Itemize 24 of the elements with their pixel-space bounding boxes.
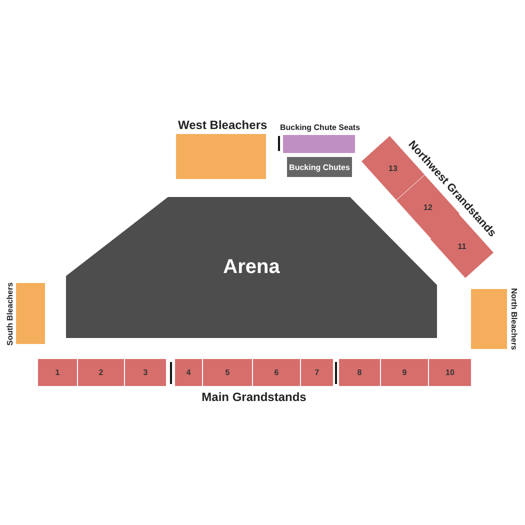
section-heading: Main Grandstands	[202, 390, 306, 404]
seating-section: 6	[253, 359, 300, 386]
seating-section: 3	[125, 359, 166, 386]
bleacher-section	[176, 134, 266, 179]
bleacher-section	[16, 283, 45, 344]
section-heading: North Bleachers	[510, 288, 518, 350]
seating-section: 7	[301, 359, 333, 386]
seating-section: 1	[38, 359, 77, 386]
section-number: 12	[418, 201, 438, 213]
arena-label: Arena	[223, 256, 280, 279]
section-number: 11	[452, 240, 472, 252]
seating-section: 10	[429, 359, 471, 386]
seating-section: 8	[339, 359, 380, 386]
seating-section: 5	[203, 359, 252, 386]
section-number: 13	[383, 162, 403, 174]
chute-area: Bucking Chutes	[287, 157, 352, 177]
seating-section: 4	[175, 359, 202, 386]
section-heading: South Bleachers	[6, 282, 14, 346]
seating-section	[283, 135, 355, 153]
bleacher-section	[471, 289, 507, 349]
seating-section: 2	[78, 359, 124, 386]
section-heading: West Bleachers	[178, 118, 268, 132]
seating-section: 9	[381, 359, 428, 386]
section-heading: Bucking Chute Seats	[280, 123, 360, 132]
